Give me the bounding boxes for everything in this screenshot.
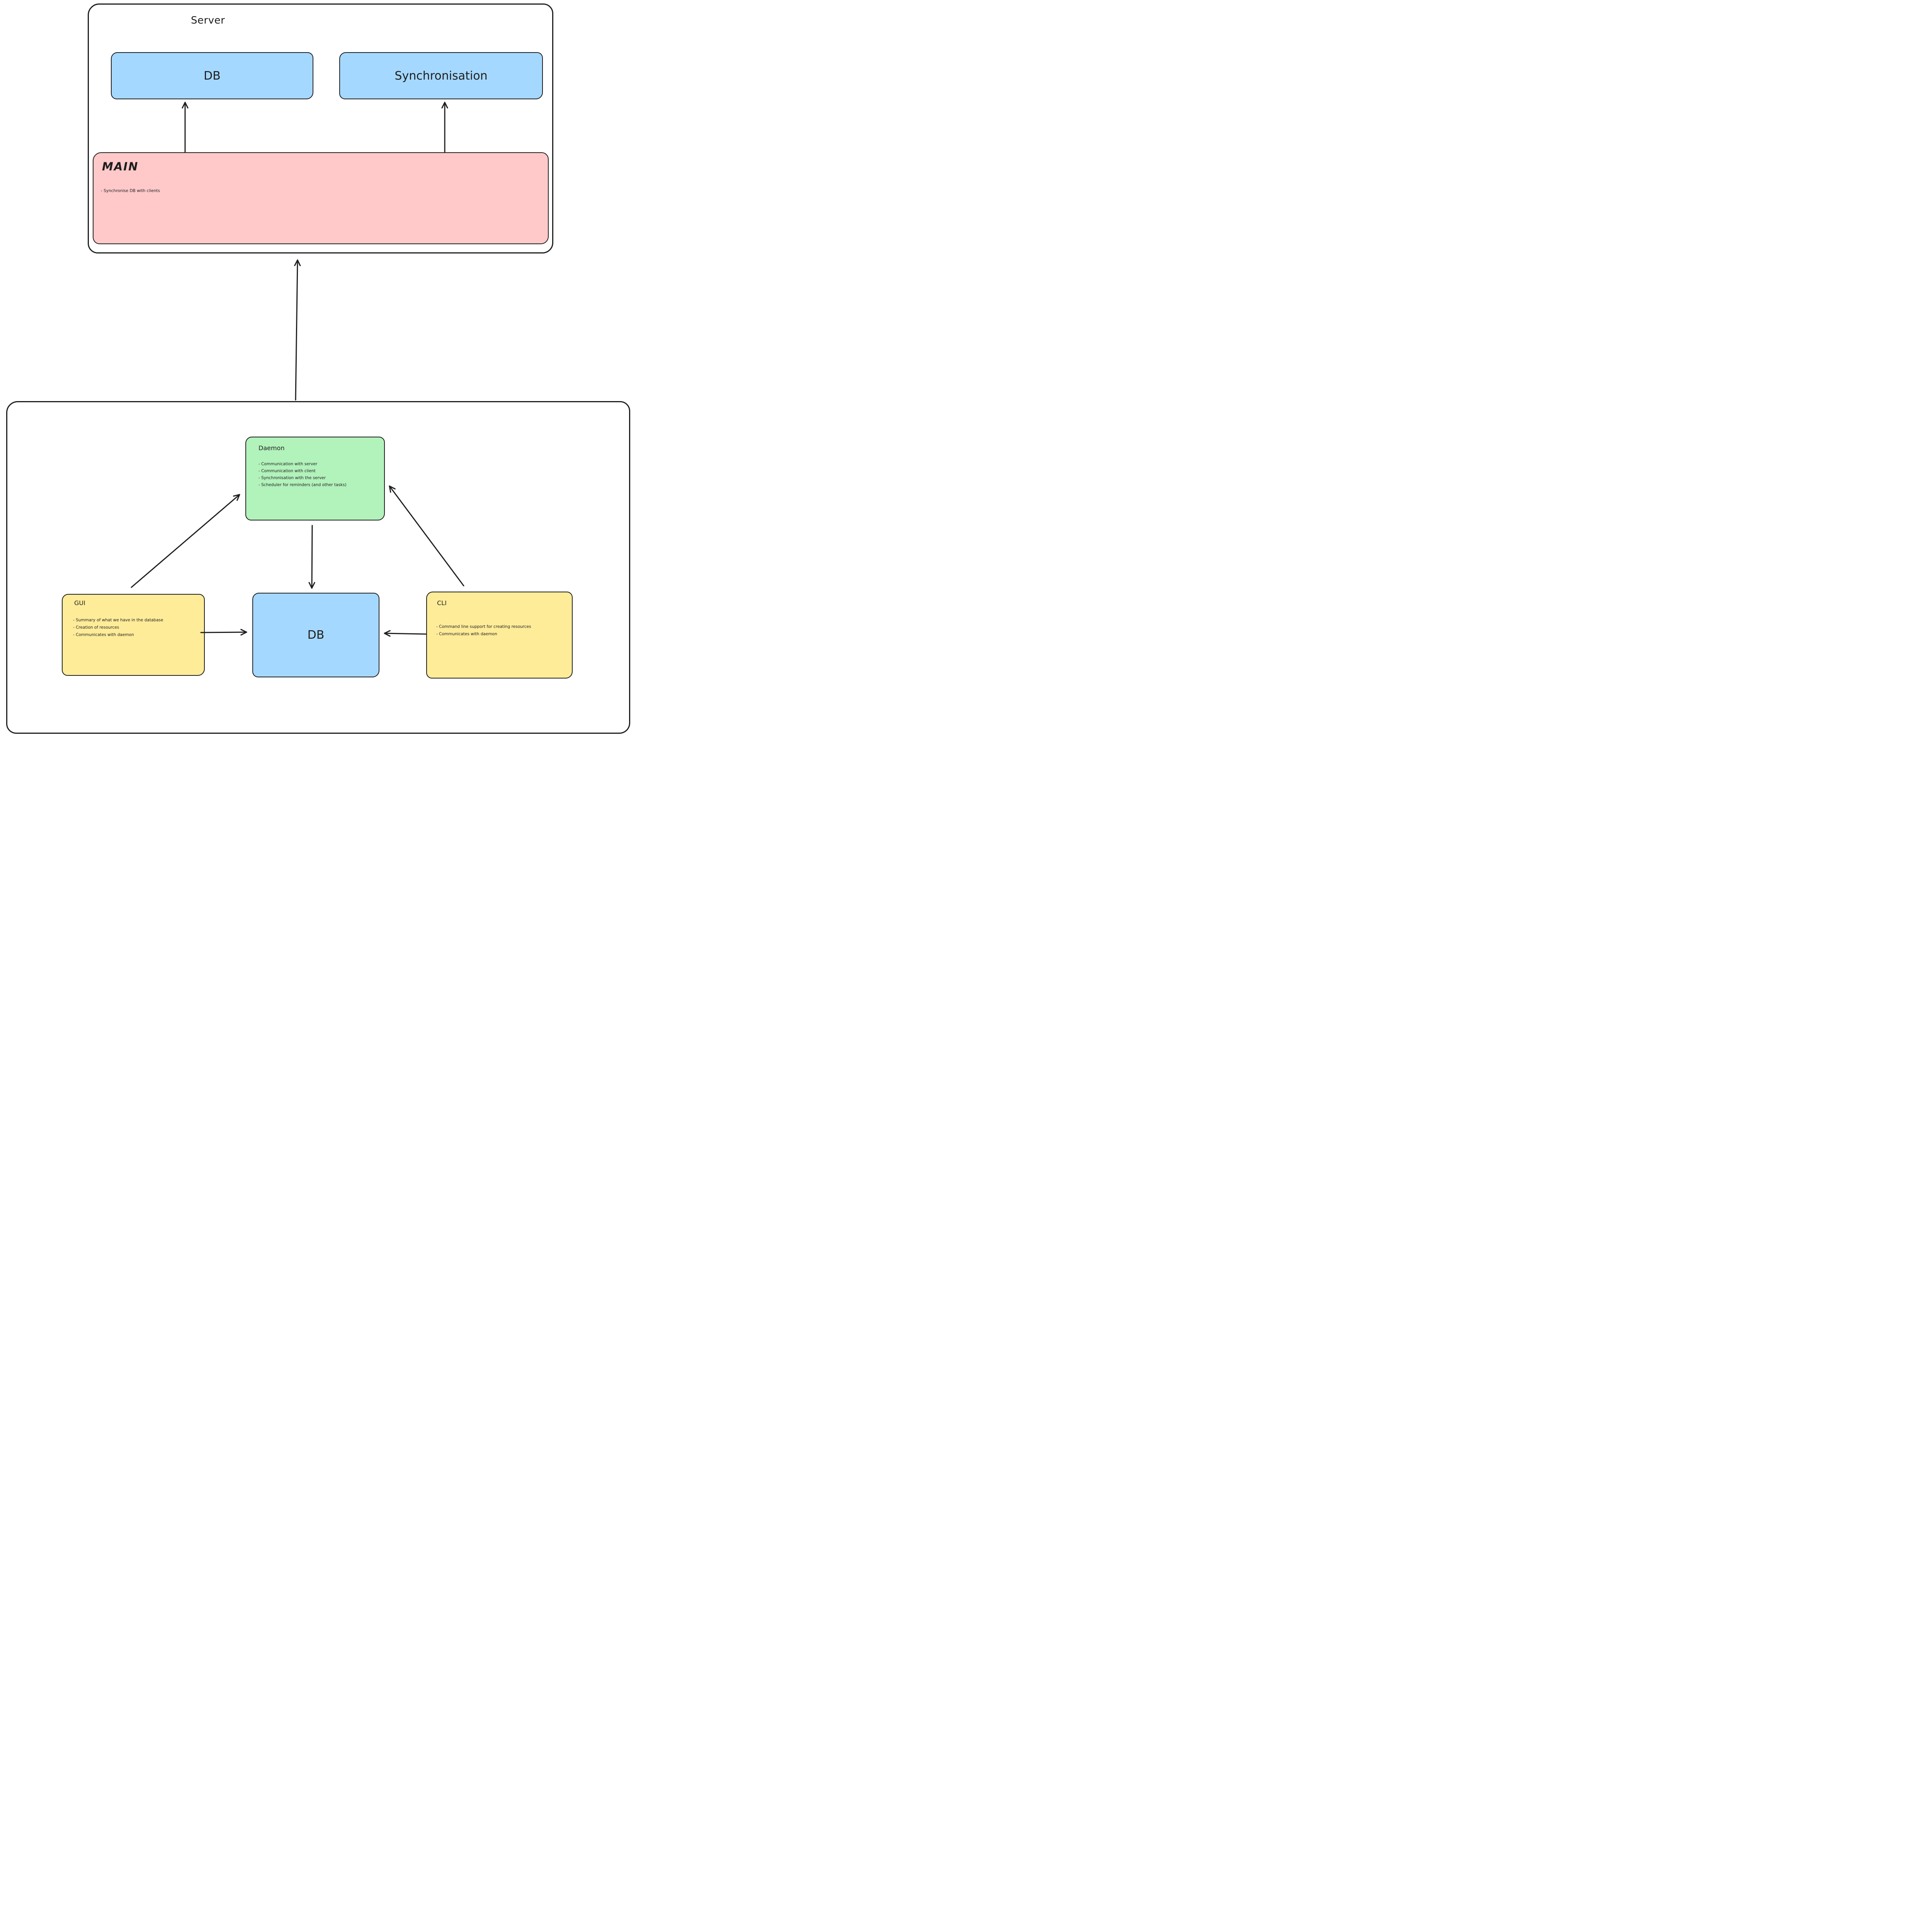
node-gui: GUI - Summary of what we have in the dat… bbox=[62, 594, 205, 676]
gui-bullet-3: - Communicates with daemon bbox=[73, 633, 134, 637]
main-bullet: - Synchronise DB with clients bbox=[101, 189, 160, 193]
node-synchronisation: Synchronisation bbox=[339, 52, 543, 99]
cli-bullet-1: - Command line support for creating reso… bbox=[436, 624, 531, 629]
cli-title: CLI bbox=[437, 599, 447, 607]
gui-bullet-1: - Summary of what we have in the databas… bbox=[73, 618, 163, 622]
db-server-label: DB bbox=[204, 69, 221, 83]
daemon-bullets: - Communication with server - Communicat… bbox=[259, 461, 347, 488]
main-title: MAIN bbox=[102, 160, 139, 173]
diagram-canvas: Server DB Synchronisation MAIN - Synchro… bbox=[0, 0, 630, 735]
daemon-bullet-1: - Communication with server bbox=[259, 462, 318, 466]
gui-bullets: - Summary of what we have in the databas… bbox=[73, 617, 163, 639]
server-label: Server bbox=[191, 15, 225, 26]
gui-bullet-2: - Creation of resources bbox=[73, 625, 119, 630]
node-db-server: DB bbox=[111, 52, 313, 99]
daemon-title: Daemon bbox=[259, 444, 285, 452]
daemon-bullet-2: - Communication with client bbox=[259, 469, 316, 473]
daemon-bullet-3: - Synchronisation with the server bbox=[259, 476, 326, 480]
db-client-label: DB bbox=[307, 628, 325, 642]
daemon-bullet-4: - Scheduler for reminders (and other tas… bbox=[259, 483, 347, 487]
cli-bullets: - Command line support for creating reso… bbox=[436, 623, 531, 638]
node-db-client: DB bbox=[252, 593, 379, 677]
node-cli: CLI - Command line support for creating … bbox=[426, 592, 573, 679]
cli-bullet-2: - Communicates with daemon bbox=[436, 632, 497, 636]
arrow-client-to-server bbox=[294, 259, 301, 401]
gui-title: GUI bbox=[74, 599, 85, 607]
node-daemon: Daemon - Communication with server - Com… bbox=[245, 437, 385, 520]
node-main: MAIN - Synchronise DB with clients bbox=[93, 152, 549, 244]
synchronisation-label: Synchronisation bbox=[395, 69, 488, 83]
